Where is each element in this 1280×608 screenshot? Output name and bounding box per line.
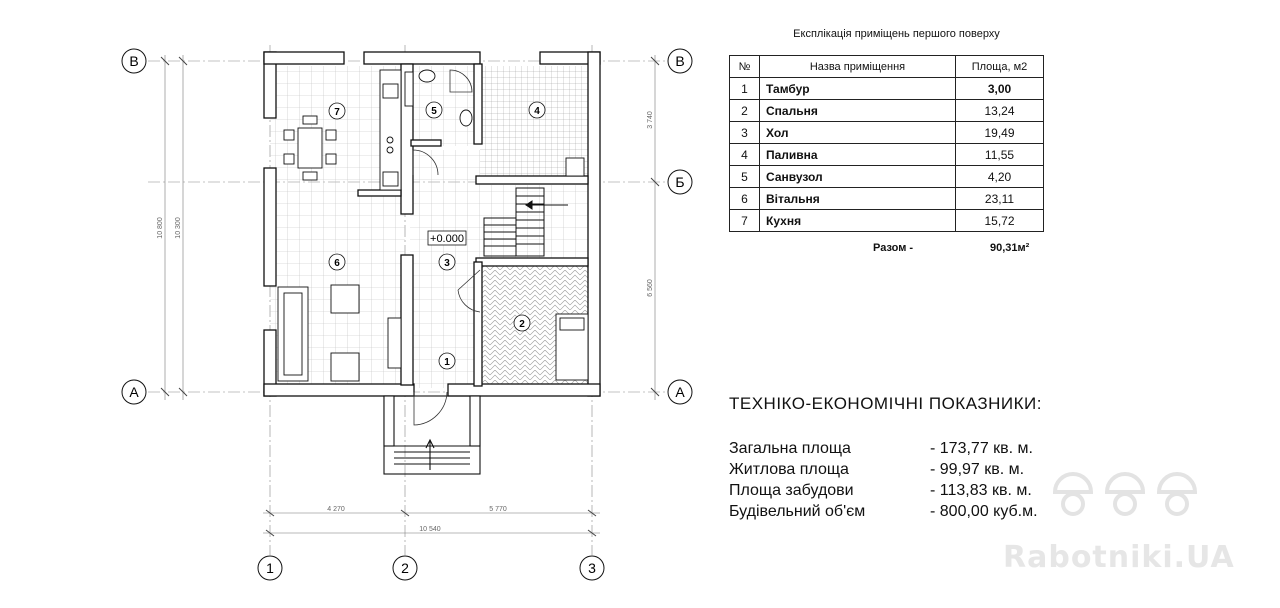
svg-text:4: 4 xyxy=(534,106,540,117)
total-label: Разом - xyxy=(873,242,914,254)
tei-value-total-area: - 173,77 кв. м. xyxy=(930,440,1033,457)
axis-bubble-a-left: А xyxy=(121,379,147,405)
svg-text:Б: Б xyxy=(675,174,684,190)
dining-set xyxy=(283,115,337,181)
svg-text:3: 3 xyxy=(444,258,450,269)
axis-bubble-1: 1 xyxy=(257,555,283,581)
total-value: 90,31м² xyxy=(990,242,1030,254)
dim-bottom-total: 10 540 xyxy=(419,526,441,533)
tei-label-living-area: Житлова площа xyxy=(729,461,849,478)
room-marker-7: 7 xyxy=(328,102,346,120)
dim-bottom-left: 4 270 xyxy=(327,506,345,513)
tei-label-volume: Будівельний об'єм xyxy=(729,503,866,520)
tei-label-total-area: Загальна площа xyxy=(729,440,851,457)
room-marker-4: 4 xyxy=(528,101,546,119)
tei-value-built-area: - 113,83 кв. м. xyxy=(930,482,1032,499)
svg-text:6: 6 xyxy=(334,258,340,269)
floor-hall-upper xyxy=(480,185,590,261)
room-marker-3: 3 xyxy=(438,253,456,271)
living-furniture xyxy=(277,284,402,382)
kitchen-counter xyxy=(379,69,402,191)
room-marker-2: 2 xyxy=(513,314,531,332)
axis-bubbles: В В Б А А 1 2 3 xyxy=(121,48,693,581)
tei-value-living-area: - 99,97 кв. м. xyxy=(930,461,1025,478)
tei-value-volume: - 800,00 куб.м. xyxy=(930,503,1038,520)
floor-plan-drawing: 4 270 5 770 10 540 10 800 10 300 3 740 6… xyxy=(121,45,693,581)
svg-text:В: В xyxy=(129,53,138,69)
level-mark-text: +0.000 xyxy=(430,233,464,245)
dimension-lines xyxy=(160,55,660,537)
walls xyxy=(263,51,601,397)
dim-left-outer: 10 800 xyxy=(157,217,164,239)
svg-text:1: 1 xyxy=(444,357,450,368)
rooms-table-title: Експлікація приміщень першого поверху xyxy=(793,28,1000,40)
axis-bubble-2: 2 xyxy=(392,555,418,581)
level-mark: +0.000 xyxy=(427,230,467,246)
door-swings xyxy=(412,69,481,426)
axis-bubble-a-right: А xyxy=(667,379,693,405)
room-marker-1: 1 xyxy=(438,352,456,370)
header-num: № xyxy=(729,55,760,78)
axis-bubble-v-left: В xyxy=(121,48,147,74)
staircase xyxy=(483,187,568,257)
svg-text:3: 3 xyxy=(588,560,596,576)
dim-bottom-right: 5 770 xyxy=(489,506,507,513)
dim-left-inner: 10 300 xyxy=(175,217,182,239)
rooms-table-header: № Назва приміщення Площа, м2 xyxy=(729,55,1044,78)
boiler-unit xyxy=(565,157,585,177)
svg-text:7: 7 xyxy=(334,107,340,118)
svg-text:А: А xyxy=(675,384,685,400)
watermark-text: Rabotniki.UA xyxy=(1003,540,1235,575)
axis-bubble-b-right: Б xyxy=(667,169,693,195)
dim-right-bottom: 6 560 xyxy=(647,279,654,297)
dim-right-top: 3 740 xyxy=(647,111,654,129)
room-markers: 1 2 3 4 5 6 7 xyxy=(328,101,546,370)
bath-fixtures xyxy=(404,69,473,127)
tei-label-built-area: Площа забудови xyxy=(729,482,854,499)
tei-title: ТЕХНІКО-ЕКОНОМІЧНІ ПОКАЗНИКИ: xyxy=(729,394,1042,413)
header-area: Площа, м2 xyxy=(955,55,1044,78)
room-marker-6: 6 xyxy=(328,253,346,271)
watermark-logo xyxy=(1052,472,1198,516)
porch xyxy=(383,395,481,475)
svg-text:5: 5 xyxy=(431,106,437,117)
svg-text:1: 1 xyxy=(266,560,274,576)
axis-bubble-v-right: В xyxy=(667,48,693,74)
svg-text:А: А xyxy=(129,384,139,400)
svg-text:2: 2 xyxy=(401,560,409,576)
bed xyxy=(555,313,589,381)
svg-text:2: 2 xyxy=(519,319,525,330)
header-name: Назва приміщення xyxy=(759,55,956,78)
svg-text:В: В xyxy=(675,53,684,69)
axis-bubble-3: 3 xyxy=(579,555,605,581)
room-marker-5: 5 xyxy=(425,101,443,119)
